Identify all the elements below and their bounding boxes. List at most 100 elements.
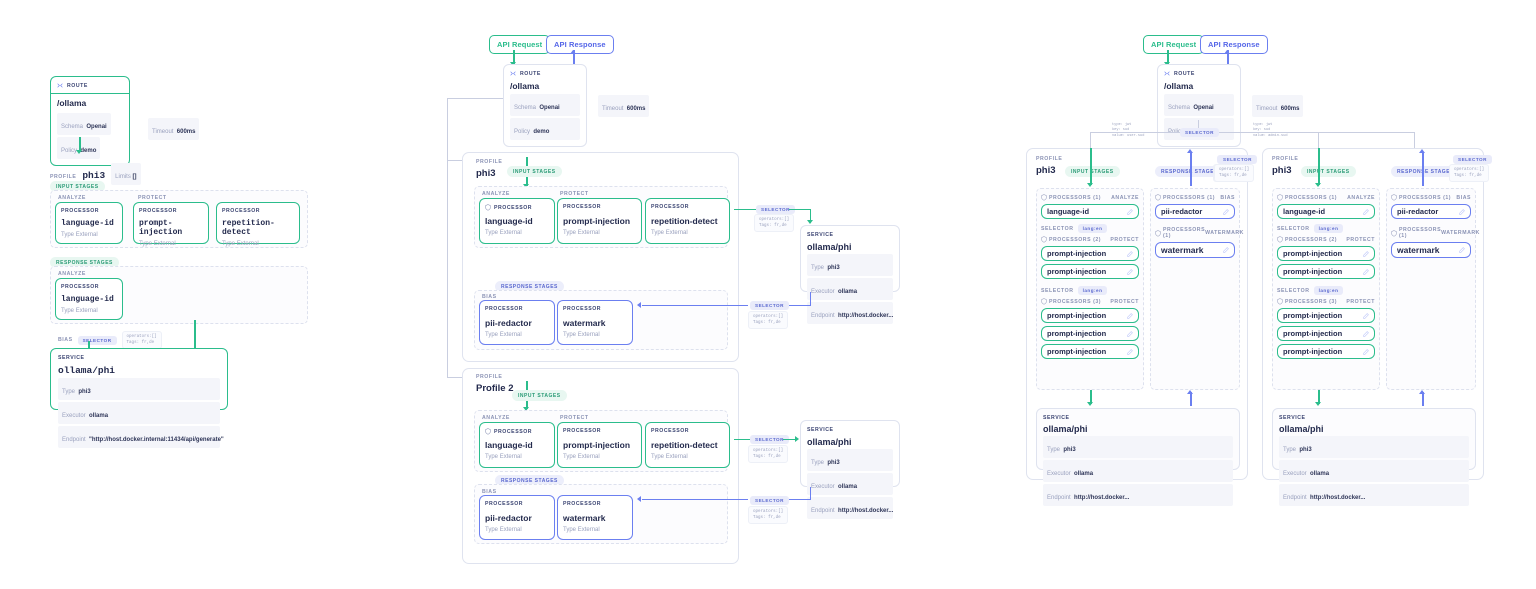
type-key: Type <box>61 232 75 238</box>
executor-key: Executor <box>811 484 835 490</box>
service-card[interactable]: SERVICE ollama/phi Type phi3 Executor ol… <box>1036 408 1240 506</box>
processor-block: SELECTOR lang:en PROCESSORS (3) protect … <box>1041 286 1139 359</box>
selector-chip[interactable]: SELECTOR <box>1218 155 1257 164</box>
processor-card[interactable]: PROCESSOR pii-redactor Type External <box>479 300 555 345</box>
processor-row[interactable]: prompt-injection <box>1041 326 1139 341</box>
selector-chip[interactable]: SELECTOR <box>1180 128 1219 137</box>
selector-chip[interactable]: SELECTOR <box>1453 155 1492 164</box>
processors-count: PROCESSORS (3) <box>1049 298 1102 305</box>
pencil-icon[interactable] <box>1127 208 1133 215</box>
type-value: External <box>75 308 98 314</box>
processor-card[interactable]: PROCESSOR language-id Type External <box>479 422 555 468</box>
processor-row[interactable]: prompt-injection <box>1041 246 1139 261</box>
pencil-icon[interactable] <box>1363 330 1369 337</box>
processor-name: prompt-injection <box>1047 329 1107 338</box>
type-value: External <box>665 454 688 460</box>
mid-route-card[interactable]: ROUTE /ollama Schema Openai Policy demo <box>503 64 587 147</box>
selector-chip[interactable]: SELECTOR <box>750 496 789 505</box>
processor-block: PROCESSORS (1) analyze language-id <box>1041 194 1139 219</box>
processor-row[interactable]: watermark <box>1155 242 1235 258</box>
processor-row[interactable]: prompt-injection <box>1277 344 1375 359</box>
left-route-card[interactable]: ROUTE /ollama Schema Openai Policy demo <box>50 76 130 166</box>
selector-value[interactable]: lang:en <box>1313 286 1344 295</box>
processor-card[interactable]: PROCESSOR pii-redactor Type External <box>479 495 555 540</box>
selector-chip[interactable]: SELECTOR <box>750 435 789 444</box>
arrow-up <box>1187 149 1193 153</box>
service-card[interactable]: SERVICE ollama/phi Type phi3 Executor ol… <box>50 348 228 448</box>
pencil-icon[interactable] <box>1363 312 1369 319</box>
right-response-column <box>1386 188 1476 390</box>
block-tag: bias <box>1456 194 1471 201</box>
processor-row[interactable]: language-id <box>1277 204 1375 219</box>
processor-label: PROCESSOR <box>563 306 602 312</box>
pencil-icon[interactable] <box>1363 268 1369 275</box>
processors-count: PROCESSORS (2) <box>1049 236 1102 243</box>
processor-row[interactable]: prompt-injection <box>1277 308 1375 323</box>
route-path: /ollama <box>510 81 540 91</box>
pencil-icon[interactable] <box>1223 247 1229 253</box>
api-response-pill[interactable]: API Response <box>1200 35 1268 54</box>
processor-card[interactable]: PROCESSOR repetition-detect Type Externa… <box>216 202 300 247</box>
shield-icon <box>1277 194 1283 201</box>
processor-card[interactable]: PROCESSOR language-id Type External <box>55 278 123 320</box>
processor-card[interactable]: PROCESSOR prompt-injection Type External <box>557 198 642 244</box>
processor-card[interactable]: PROCESSOR watermark Type External <box>557 300 633 345</box>
pencil-icon[interactable] <box>1127 312 1133 319</box>
processor-card[interactable]: PROCESSOR language-id Type External <box>55 202 123 244</box>
processor-card[interactable]: PROCESSOR language-id Type External <box>479 198 555 244</box>
timeout-value: 600ms <box>1280 106 1300 112</box>
selector-value[interactable]: lang:en <box>1077 286 1108 295</box>
pencil-icon[interactable] <box>1363 250 1369 257</box>
processor-name: prompt-injection <box>563 440 631 450</box>
api-response-pill[interactable]: API Response <box>546 35 614 54</box>
group-tag-bias: bias <box>482 489 497 495</box>
connector <box>1090 132 1092 148</box>
processor-row[interactable]: pii-redactor <box>1391 204 1471 219</box>
selector-chip[interactable]: SELECTOR <box>750 301 789 310</box>
connector <box>734 439 750 441</box>
processor-card[interactable]: PROCESSOR repetition-detect Type Externa… <box>645 198 730 244</box>
processor-row[interactable]: prompt-injection <box>1041 344 1139 359</box>
pencil-icon[interactable] <box>1223 208 1229 215</box>
selector-chip[interactable]: SELECTOR <box>756 205 795 214</box>
processor-card[interactable]: PROCESSOR prompt-injection Type External <box>133 202 209 247</box>
processor-card[interactable]: PROCESSOR repetition-detect Type Externa… <box>645 422 730 468</box>
type-value: phi3 <box>1063 447 1076 453</box>
connector <box>1227 50 1229 64</box>
processor-card[interactable]: PROCESSOR prompt-injection Type External <box>557 422 642 468</box>
api-request-pill[interactable]: API Request <box>489 35 551 54</box>
processor-label: PROCESSOR <box>494 204 533 211</box>
shield-icon <box>1277 236 1283 243</box>
pencil-icon[interactable] <box>1459 247 1465 253</box>
processor-row[interactable]: language-id <box>1041 204 1139 219</box>
pencil-icon[interactable] <box>1127 250 1133 257</box>
api-request-pill[interactable]: API Request <box>1143 35 1205 54</box>
processor-row[interactable]: prompt-injection <box>1277 326 1375 341</box>
service-card[interactable]: SERVICE ollama/phi Type phi3 Executor ol… <box>1272 408 1476 506</box>
response-stages-chip: RESPONSE STAGES <box>495 281 564 292</box>
selector-chip[interactable]: SELECTOR <box>77 335 117 345</box>
processor-row[interactable]: prompt-injection <box>1041 264 1139 279</box>
service-card[interactable]: SERVICE ollama/phi Type phi3 Executor ol… <box>800 225 900 324</box>
processor-row[interactable]: prompt-injection <box>1277 246 1375 261</box>
service-label: SERVICE <box>807 427 834 433</box>
selector-value[interactable]: lang:en <box>1313 224 1344 233</box>
left-selector-row[interactable]: bias SELECTOR operators:[] Tags: fr,de <box>58 331 162 350</box>
processor-row[interactable]: prompt-injection <box>1041 308 1139 323</box>
pencil-icon[interactable] <box>1459 208 1465 215</box>
pencil-icon[interactable] <box>1363 348 1369 355</box>
pencil-icon[interactable] <box>1127 330 1133 337</box>
processor-row[interactable]: pii-redactor <box>1155 204 1235 219</box>
pencil-icon[interactable] <box>1363 208 1369 215</box>
limits-value: [] <box>132 174 137 180</box>
processor-row[interactable]: watermark <box>1391 242 1471 258</box>
pencil-icon[interactable] <box>1127 268 1133 275</box>
selector-value[interactable]: lang:en <box>1077 224 1108 233</box>
service-name: ollama/phi <box>58 365 116 376</box>
service-card[interactable]: SERVICE ollama/phi Type phi3 Executor ol… <box>800 420 900 519</box>
processor-row[interactable]: prompt-injection <box>1277 264 1375 279</box>
pencil-icon[interactable] <box>1127 348 1133 355</box>
block-tag: analyze <box>1111 194 1139 201</box>
profile-label: PROFILE <box>50 174 77 180</box>
processor-card[interactable]: PROCESSOR watermark Type External <box>557 495 633 540</box>
